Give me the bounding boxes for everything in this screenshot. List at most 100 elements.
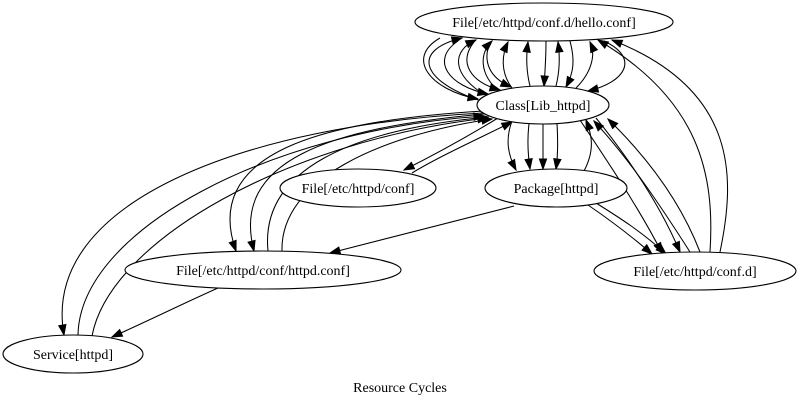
node-label: Package[httpd] (514, 182, 599, 197)
edge-line (329, 205, 515, 254)
edge-line (61, 112, 484, 336)
arrowhead-icon (671, 240, 681, 254)
edge-hello-to-class (466, 41, 502, 92)
edge-hello-to-class (423, 37, 480, 102)
edge-line (91, 117, 489, 337)
node-ellipse (2, 334, 144, 374)
node-ellipse (279, 168, 437, 208)
edge-line (597, 39, 712, 253)
edge-hello-to-class (444, 40, 490, 97)
node-ellipse (484, 168, 628, 208)
edge-line (611, 39, 729, 253)
edge-pkg-to-confd (595, 202, 668, 255)
edge-line (249, 113, 485, 252)
arrowhead-icon (524, 158, 533, 171)
edge-line (458, 39, 488, 97)
edge-class-to-hello (458, 39, 488, 97)
edge-class-to-hello (555, 40, 564, 87)
arrowhead-icon (481, 39, 494, 52)
node-hello[interactable]: File[/etc/httpd/conf.d/hello.conf] (414, 2, 674, 42)
arrowhead-icon (450, 36, 464, 45)
edge-confd-to-hello (610, 39, 729, 253)
edge-class-to-pkg (538, 123, 548, 171)
graph-title: Resource Cycles (353, 381, 447, 396)
arrowhead-icon (589, 40, 599, 54)
edge-pkg-to-class (583, 118, 594, 172)
edge-line (111, 287, 219, 338)
edge-svc-to-class (77, 112, 486, 336)
arrowhead-icon (540, 75, 550, 88)
arrowhead-icon (499, 40, 509, 54)
node-httpdconf[interactable]: File[/etc/httpd/conf/httpd.conf] (124, 250, 402, 290)
arrowhead-icon (553, 158, 562, 171)
arrowhead-icon (596, 39, 610, 50)
node-class[interactable]: Class[Lib_httpd] (476, 85, 610, 125)
edge-line (593, 120, 691, 253)
edge-class-to-pkg (553, 123, 562, 171)
edge-hello-to-class (540, 40, 550, 88)
edge-conf-to-class (411, 121, 514, 174)
arrowhead-icon (476, 87, 490, 97)
arrowhead-icon (466, 92, 480, 102)
node-label: File[/etc/httpd/conf] (302, 182, 415, 197)
edge-svc-to-class (91, 114, 490, 337)
edge-line (77, 115, 485, 336)
node-label: File[/etc/httpd/conf.d/hello.conf] (452, 16, 636, 31)
edge-confd-to-hello (596, 39, 712, 253)
arrowhead-icon (586, 84, 600, 93)
edge-class-to-hello (499, 40, 513, 89)
edge-line (267, 116, 489, 252)
node-label: File[/etc/httpd/conf/httpd.conf] (176, 264, 350, 279)
node-label: Service[httpd] (33, 348, 113, 363)
edge-class-to-httpdconf (228, 110, 485, 253)
arrowhead-icon (499, 78, 513, 88)
edge-class-to-svc (57, 112, 484, 337)
edge-line (587, 204, 653, 255)
edge-class-to-pkg (524, 123, 533, 171)
edge-line (403, 117, 499, 171)
arrowhead-icon (555, 40, 564, 53)
edge-line (411, 121, 513, 174)
node-ellipse (414, 2, 674, 42)
edge-hello-to-class (586, 40, 626, 93)
node-svc[interactable]: Service[httpd] (2, 334, 144, 374)
edge-class-to-confd (595, 117, 681, 254)
arrowhead-icon (228, 239, 237, 253)
arrowhead-icon (641, 243, 654, 255)
edge-confd-to-class (606, 117, 701, 253)
arrowhead-icon (402, 161, 416, 171)
edge-line (595, 117, 681, 253)
edge-line (587, 40, 626, 92)
edge-pkg-to-httpdconf (328, 205, 515, 255)
arrowhead-icon (606, 117, 619, 130)
arrowhead-icon (110, 328, 124, 338)
edge-hello-to-class (486, 41, 513, 88)
node-conf[interactable]: File[/etc/httpd/conf] (279, 168, 437, 208)
edge-class-to-conf (402, 117, 499, 171)
edge-confd-to-class (593, 119, 691, 253)
arrowhead-icon (538, 158, 548, 171)
arrowhead-icon (610, 39, 624, 48)
edges-layer (57, 36, 729, 338)
node-label: Class[Lib_httpd] (496, 99, 591, 114)
edge-line (428, 37, 479, 101)
node-label: File[/etc/httpd/conf.d] (633, 265, 756, 280)
node-ellipse (124, 250, 402, 290)
node-ellipse (476, 85, 610, 125)
arrowhead-icon (507, 158, 517, 172)
arrowhead-icon (593, 119, 605, 132)
arrowhead-icon (488, 83, 502, 92)
edge-hello-to-class (565, 40, 575, 89)
arrowhead-icon (57, 323, 67, 337)
edge-line (229, 110, 485, 252)
edge-class-to-pkg (507, 120, 517, 172)
edge-httpdconf-to-svc (110, 287, 219, 338)
edge-class-to-hello (575, 40, 599, 89)
edge-pkg-to-confd (587, 204, 654, 255)
edge-line (423, 37, 479, 100)
node-confd[interactable]: File[/etc/httpd/conf.d] (593, 251, 797, 291)
arrowhead-icon (585, 118, 594, 132)
node-pkg[interactable]: Package[httpd] (484, 168, 628, 208)
edge-line (444, 40, 489, 95)
nodes-layer: File[/etc/httpd/conf.d/hello.conf] Class[… (2, 2, 797, 374)
